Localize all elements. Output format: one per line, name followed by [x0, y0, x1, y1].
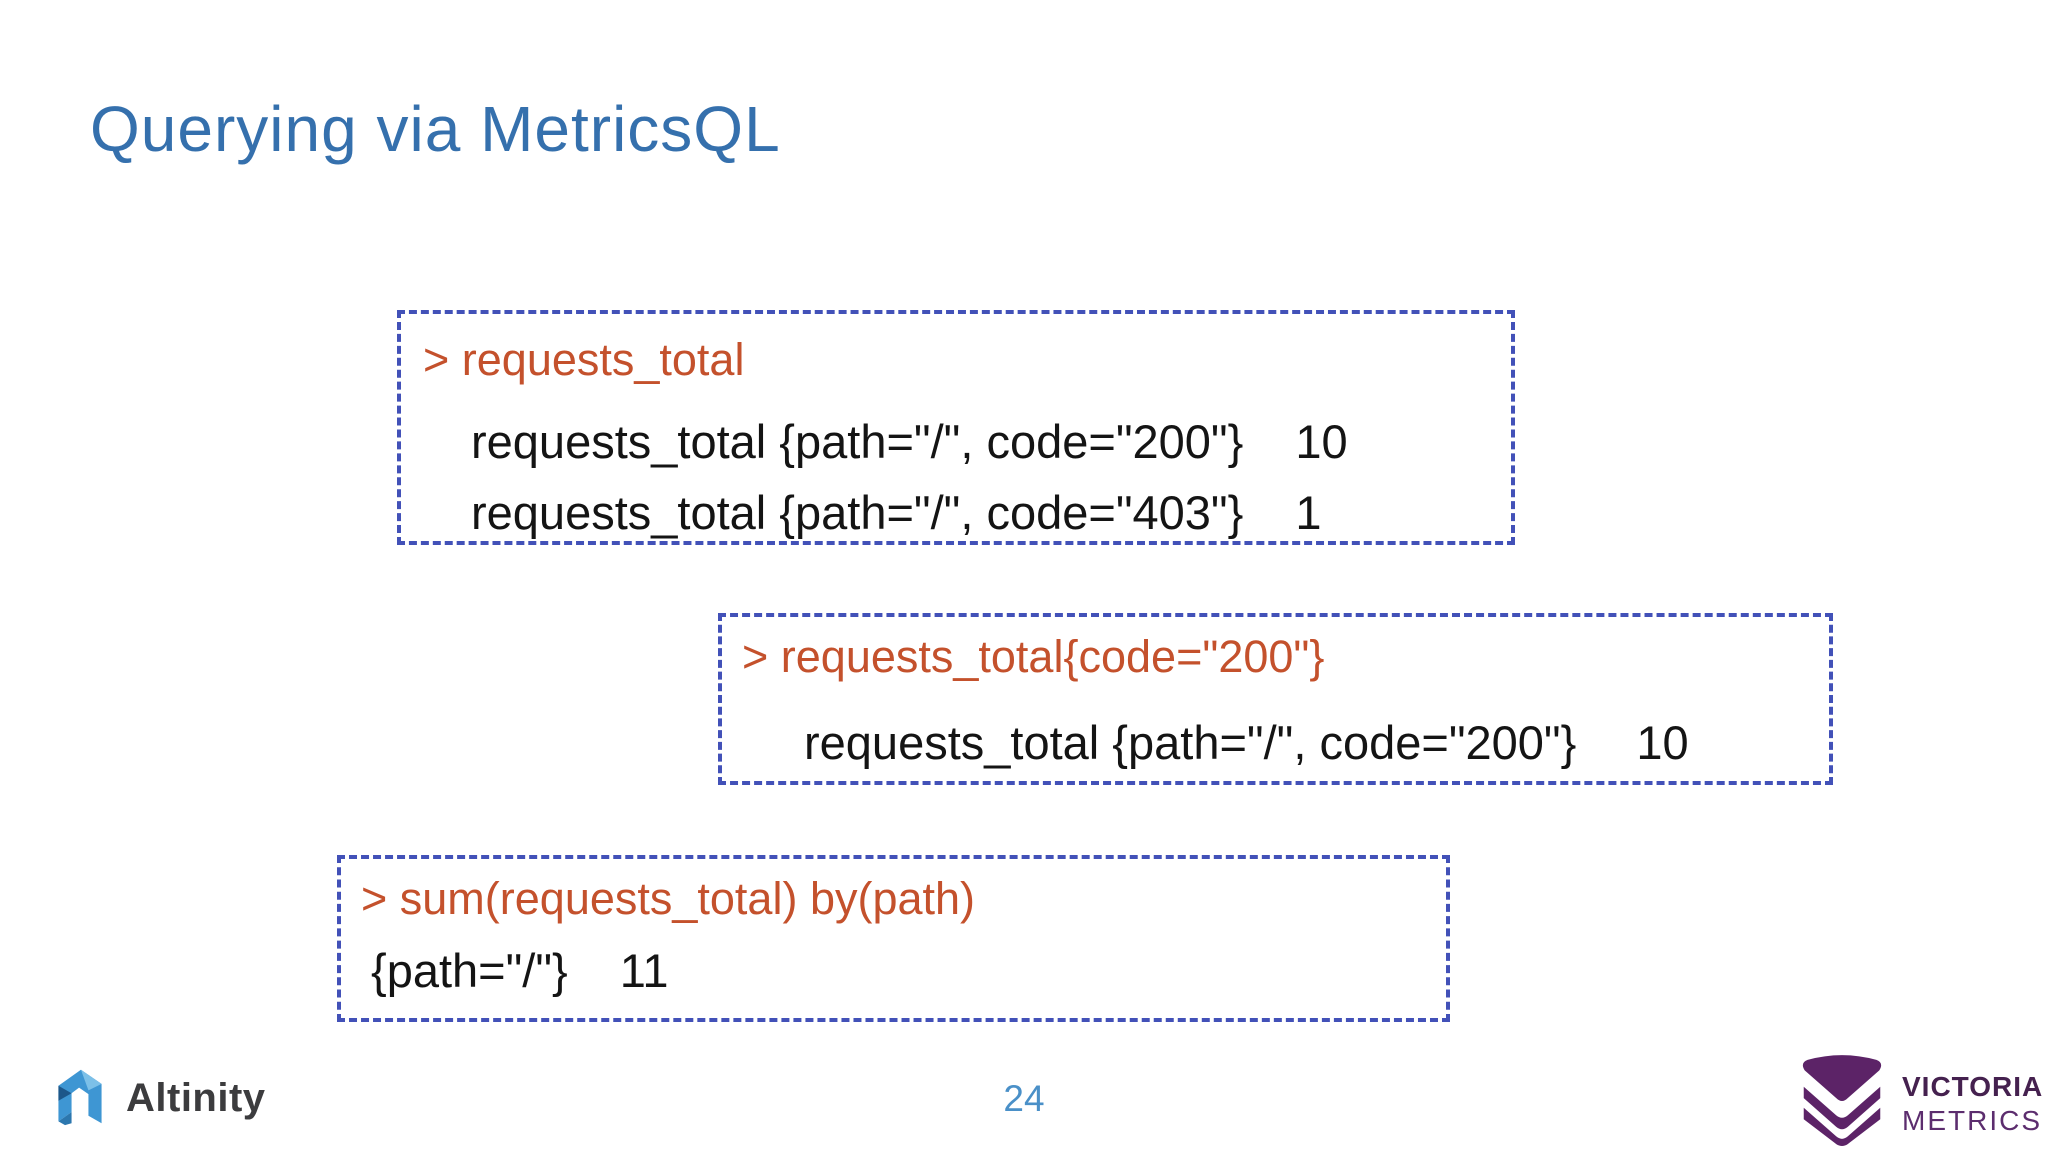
altinity-logo-label: Altinity [126, 1076, 266, 1120]
result-value: 10 [1295, 415, 1348, 468]
victoria-metrics-word-victoria: VICTORIA [1902, 1071, 2044, 1102]
altinity-logo: Altinity [50, 1066, 266, 1131]
victoria-metrics-logo: VICTORIA METRICS [1798, 1054, 2043, 1152]
result-value: 1 [1295, 486, 1322, 539]
query-results: requests_total {path="/", code="200"} 10… [401, 414, 1511, 540]
query-results: requests_total {path="/", code="200"} 10 [722, 715, 1829, 770]
page-number: 24 [1003, 1078, 1045, 1119]
result-expr: requests_total {path="/", code="200"} [471, 415, 1244, 468]
result-expr: requests_total {path="/", code="200"} [804, 716, 1577, 769]
query-prompt: > sum(requests_total) by(path) [361, 873, 976, 924]
result-row: requests_total {path="/", code="403"} 1 [471, 485, 1511, 540]
victoria-metrics-logo-icon [1798, 1054, 1886, 1152]
result-value: 10 [1636, 716, 1689, 769]
query-example-box-2: > requests_total{code="200"} requests_to… [718, 613, 1833, 785]
query-results: {path="/"} 11 [341, 943, 1446, 998]
result-expr: {path="/"} [371, 944, 568, 997]
result-row: requests_total {path="/", code="200"} 10 [804, 715, 1829, 770]
victoria-metrics-logo-text: VICTORIA METRICS [1902, 1070, 2043, 1138]
altinity-logo-icon [50, 1066, 110, 1131]
query-example-box-3: > sum(requests_total) by(path) {path="/"… [337, 855, 1450, 1022]
query-prompt: > requests_total{code="200"} [742, 631, 1325, 682]
page-title: Querying via MetricsQL [90, 93, 781, 165]
result-expr: requests_total {path="/", code="403"} [471, 486, 1244, 539]
query-prompt: > requests_total [423, 334, 745, 385]
victoria-metrics-word-metrics: METRICS [1902, 1105, 2042, 1137]
result-row: {path="/"} 11 [371, 943, 1446, 998]
query-example-box-1: > requests_total requests_total {path="/… [397, 310, 1515, 545]
result-row: requests_total {path="/", code="200"} 10 [471, 414, 1511, 469]
result-value: 11 [619, 944, 669, 997]
